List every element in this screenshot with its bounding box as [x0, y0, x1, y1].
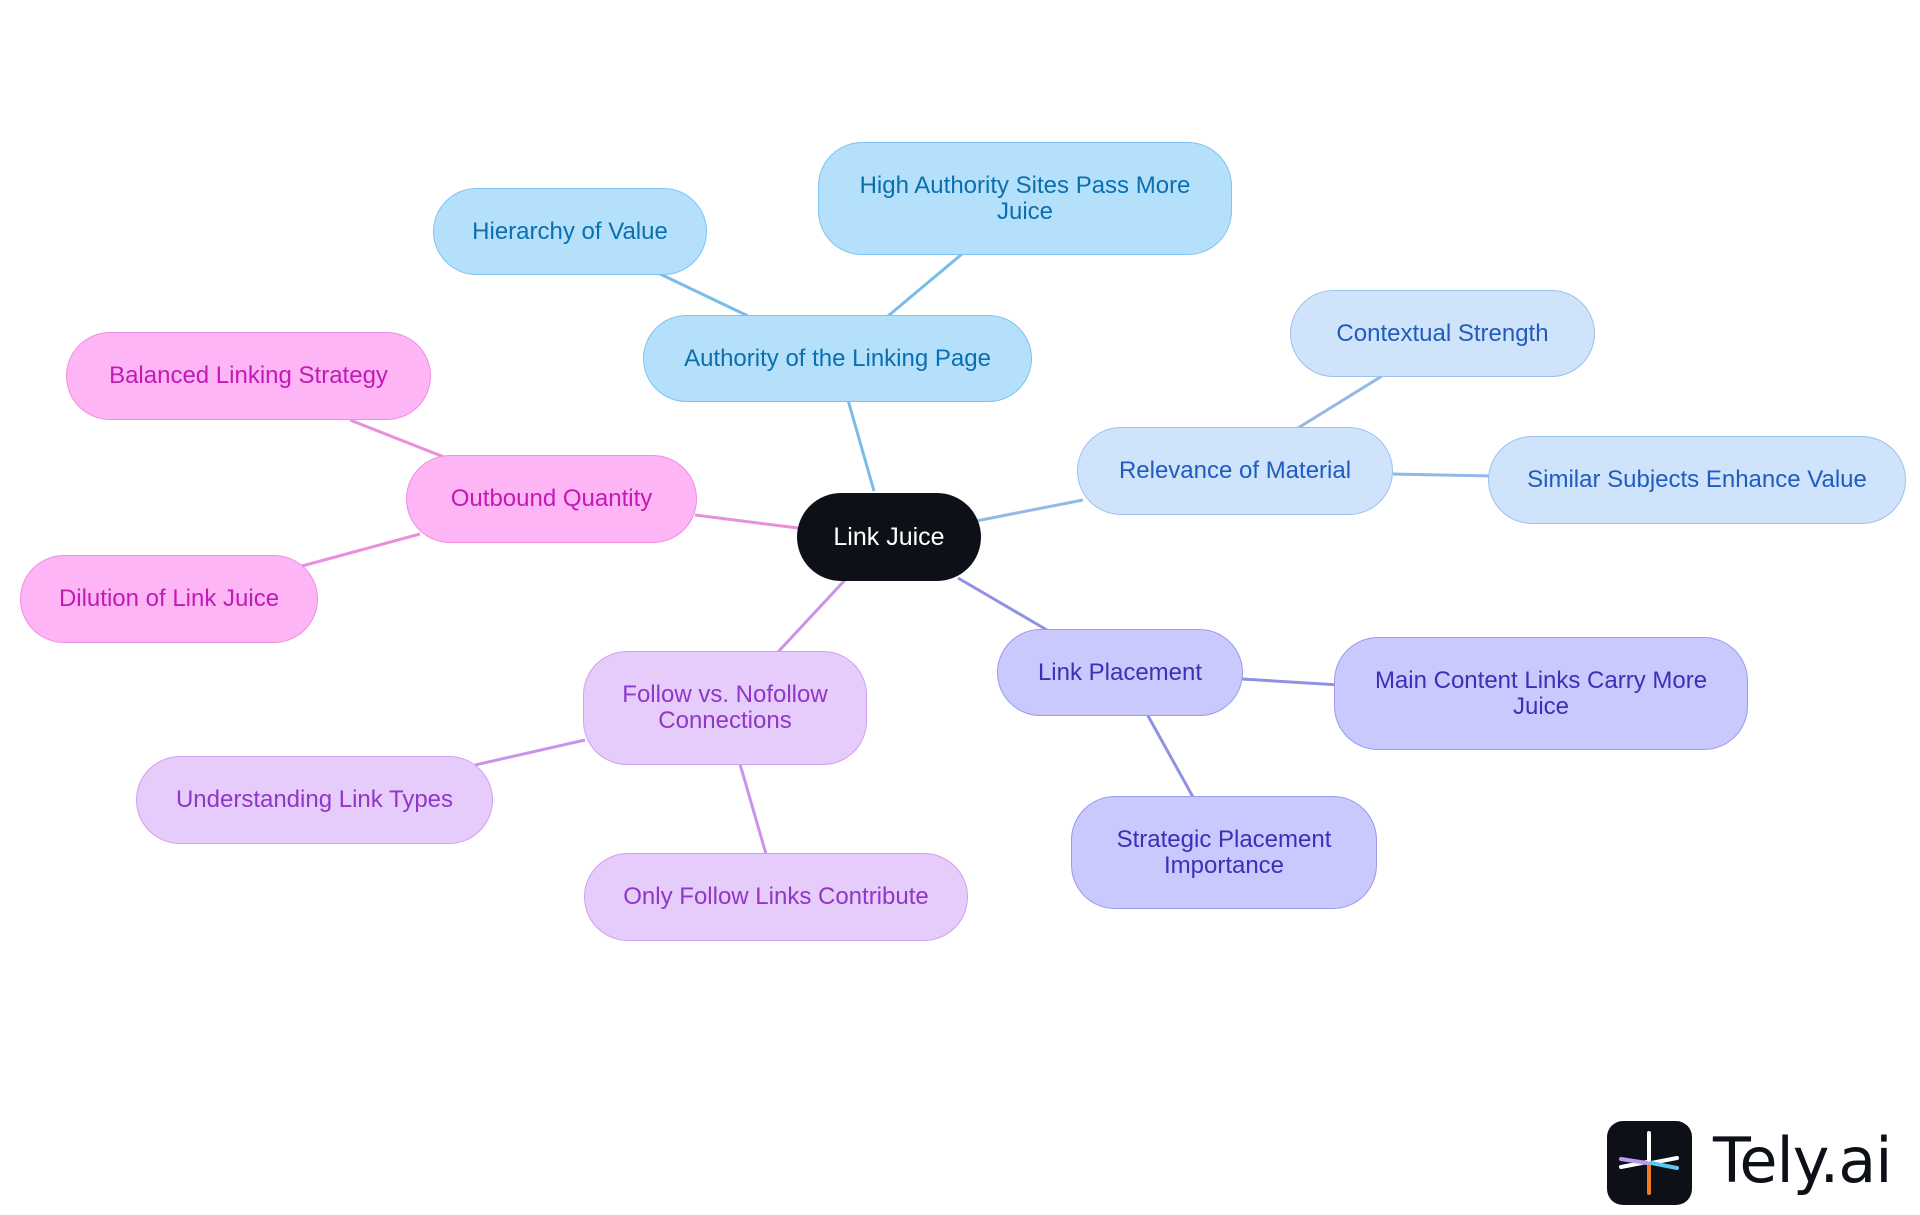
- edge-authority-hierarchy: [657, 271, 749, 318]
- node-dilution-of-link-juice[interactable]: Dilution of Link Juice: [20, 555, 318, 643]
- edge-root-follow: [776, 578, 847, 654]
- node-link-juice[interactable]: Link Juice: [797, 493, 981, 581]
- node-authority-of-linking-page[interactable]: Authority of the Linking Page: [643, 315, 1032, 402]
- edge-placement-main: [1241, 677, 1341, 687]
- node-follow-vs-nofollow[interactable]: Follow vs. Nofollow Connections: [583, 651, 867, 765]
- edge-root-outbound: [694, 513, 799, 530]
- node-relevance-of-material[interactable]: Relevance of Material: [1077, 427, 1393, 515]
- edge-outbound-balanced: [349, 418, 445, 459]
- node-balanced-linking-strategy[interactable]: Balanced Linking Strategy: [66, 332, 431, 420]
- node-high-authority-sites[interactable]: High Authority Sites Pass More Juice: [818, 142, 1232, 255]
- node-outbound-quantity[interactable]: Outbound Quantity: [406, 455, 697, 543]
- edge-root-authority: [846, 399, 876, 492]
- edge-relevance-contextual: [1297, 374, 1383, 430]
- edge-relevance-similar: [1392, 472, 1494, 478]
- edge-authority-high: [887, 252, 963, 318]
- tely-wordmark: Tely.ai: [1713, 1124, 1892, 1197]
- node-main-content-links[interactable]: Main Content Links Carry More Juice: [1334, 637, 1748, 750]
- edge-root-placement: [957, 576, 1048, 632]
- node-hierarchy-of-value[interactable]: Hierarchy of Value: [433, 188, 707, 275]
- tely-logo: Tely.ai: [1607, 1120, 1892, 1206]
- tely-spark-icon: [1607, 1121, 1692, 1205]
- node-strategic-placement[interactable]: Strategic Placement Importance: [1071, 796, 1377, 909]
- edge-follow-understanding: [474, 738, 586, 767]
- node-only-follow-links[interactable]: Only Follow Links Contribute: [584, 853, 968, 941]
- node-similar-subjects[interactable]: Similar Subjects Enhance Value: [1488, 436, 1906, 524]
- node-link-placement[interactable]: Link Placement: [997, 629, 1243, 716]
- edge-placement-strategic: [1145, 713, 1195, 798]
- edge-root-relevance: [975, 498, 1084, 523]
- node-understanding-link-types[interactable]: Understanding Link Types: [136, 756, 493, 844]
- node-contextual-strength[interactable]: Contextual Strength: [1290, 290, 1595, 377]
- edge-follow-only: [738, 763, 768, 855]
- edge-outbound-dilution: [301, 532, 421, 568]
